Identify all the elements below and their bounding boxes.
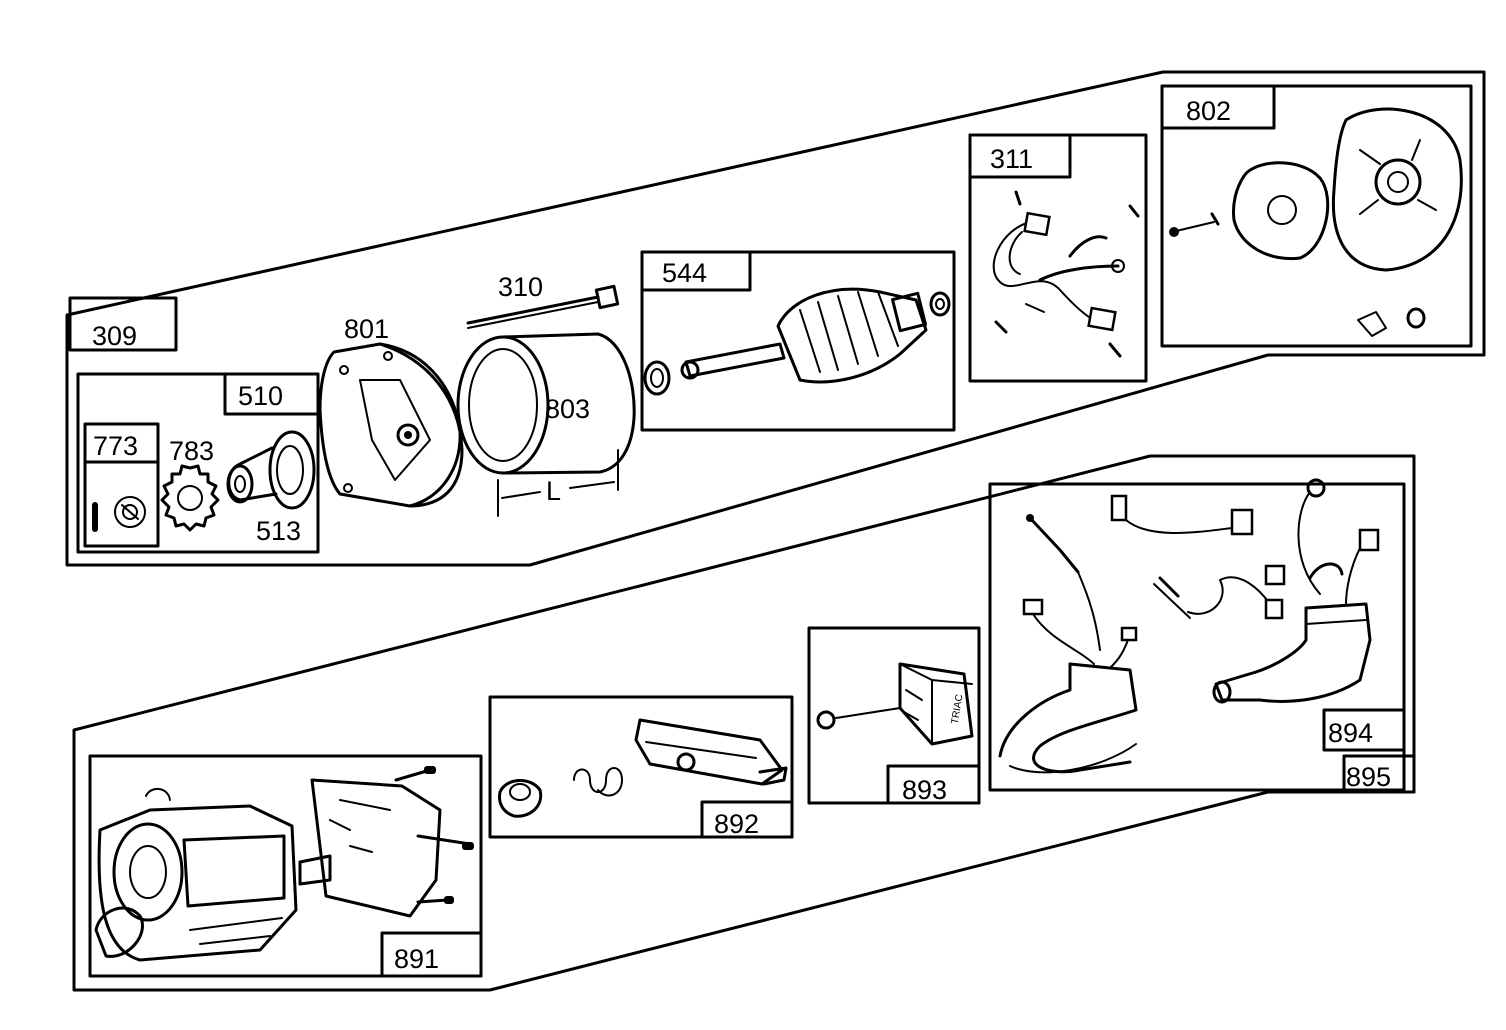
label-513: 513 [256, 516, 301, 546]
part-544-armature [643, 287, 951, 396]
part-802-commutator-end-cap [1169, 107, 1463, 337]
part-893-rectifier: TRIAC [816, 662, 974, 746]
part-310-through-bolt [466, 284, 620, 329]
part-311-brush-set [992, 190, 1140, 358]
label-310: 310 [498, 272, 543, 302]
svg-text:TRIAC: TRIAC [950, 694, 966, 725]
svg-text:802: 802 [1186, 96, 1231, 126]
svg-text:894: 894 [1328, 718, 1373, 748]
part-773-clip-and-nut [92, 496, 146, 532]
group-544-box: 544 [640, 250, 956, 432]
svg-text:892: 892 [714, 809, 759, 839]
part-783-pinion-gear [160, 464, 220, 532]
svg-text:311: 311 [990, 144, 1033, 174]
part-803-motor-housing [456, 332, 636, 475]
group-891-box: 891 [88, 754, 483, 978]
svg-text:773: 773 [93, 431, 138, 461]
label-309: 309 [68, 296, 178, 352]
group-894-box: 894 [988, 482, 1406, 792]
group-309-outline [65, 70, 1486, 567]
group-893-box: 893 [807, 626, 981, 805]
part-513-drive-assembly [226, 430, 316, 510]
part-891-starter-motor [94, 766, 474, 962]
svg-text:510: 510 [238, 381, 283, 411]
group-311-box: 311 [968, 133, 1148, 383]
svg-text:891: 891 [394, 944, 439, 974]
label-783: 783 [169, 436, 214, 466]
label-895: 895 [1342, 754, 1416, 794]
group-510-box: 510 [76, 372, 320, 554]
svg-text:544: 544 [662, 258, 707, 288]
label-801: 801 [344, 314, 389, 344]
label-803: 803 [545, 394, 590, 424]
group-773-box: 773 [83, 422, 160, 548]
group-892-box: 892 [488, 695, 794, 839]
part-801-drive-end-cap [318, 342, 464, 508]
group-895-outline [72, 454, 1416, 992]
svg-text:895: 895 [1346, 762, 1391, 792]
svg-text:309: 309 [92, 321, 137, 351]
svg-text:893: 893 [902, 775, 947, 805]
svg-text:L: L [546, 476, 561, 506]
group-802-box: 802 [1160, 84, 1473, 348]
part-894-wiring-harness [998, 478, 1380, 774]
part-892-switch-assembly [498, 718, 788, 818]
dimension-L: L [497, 449, 619, 517]
